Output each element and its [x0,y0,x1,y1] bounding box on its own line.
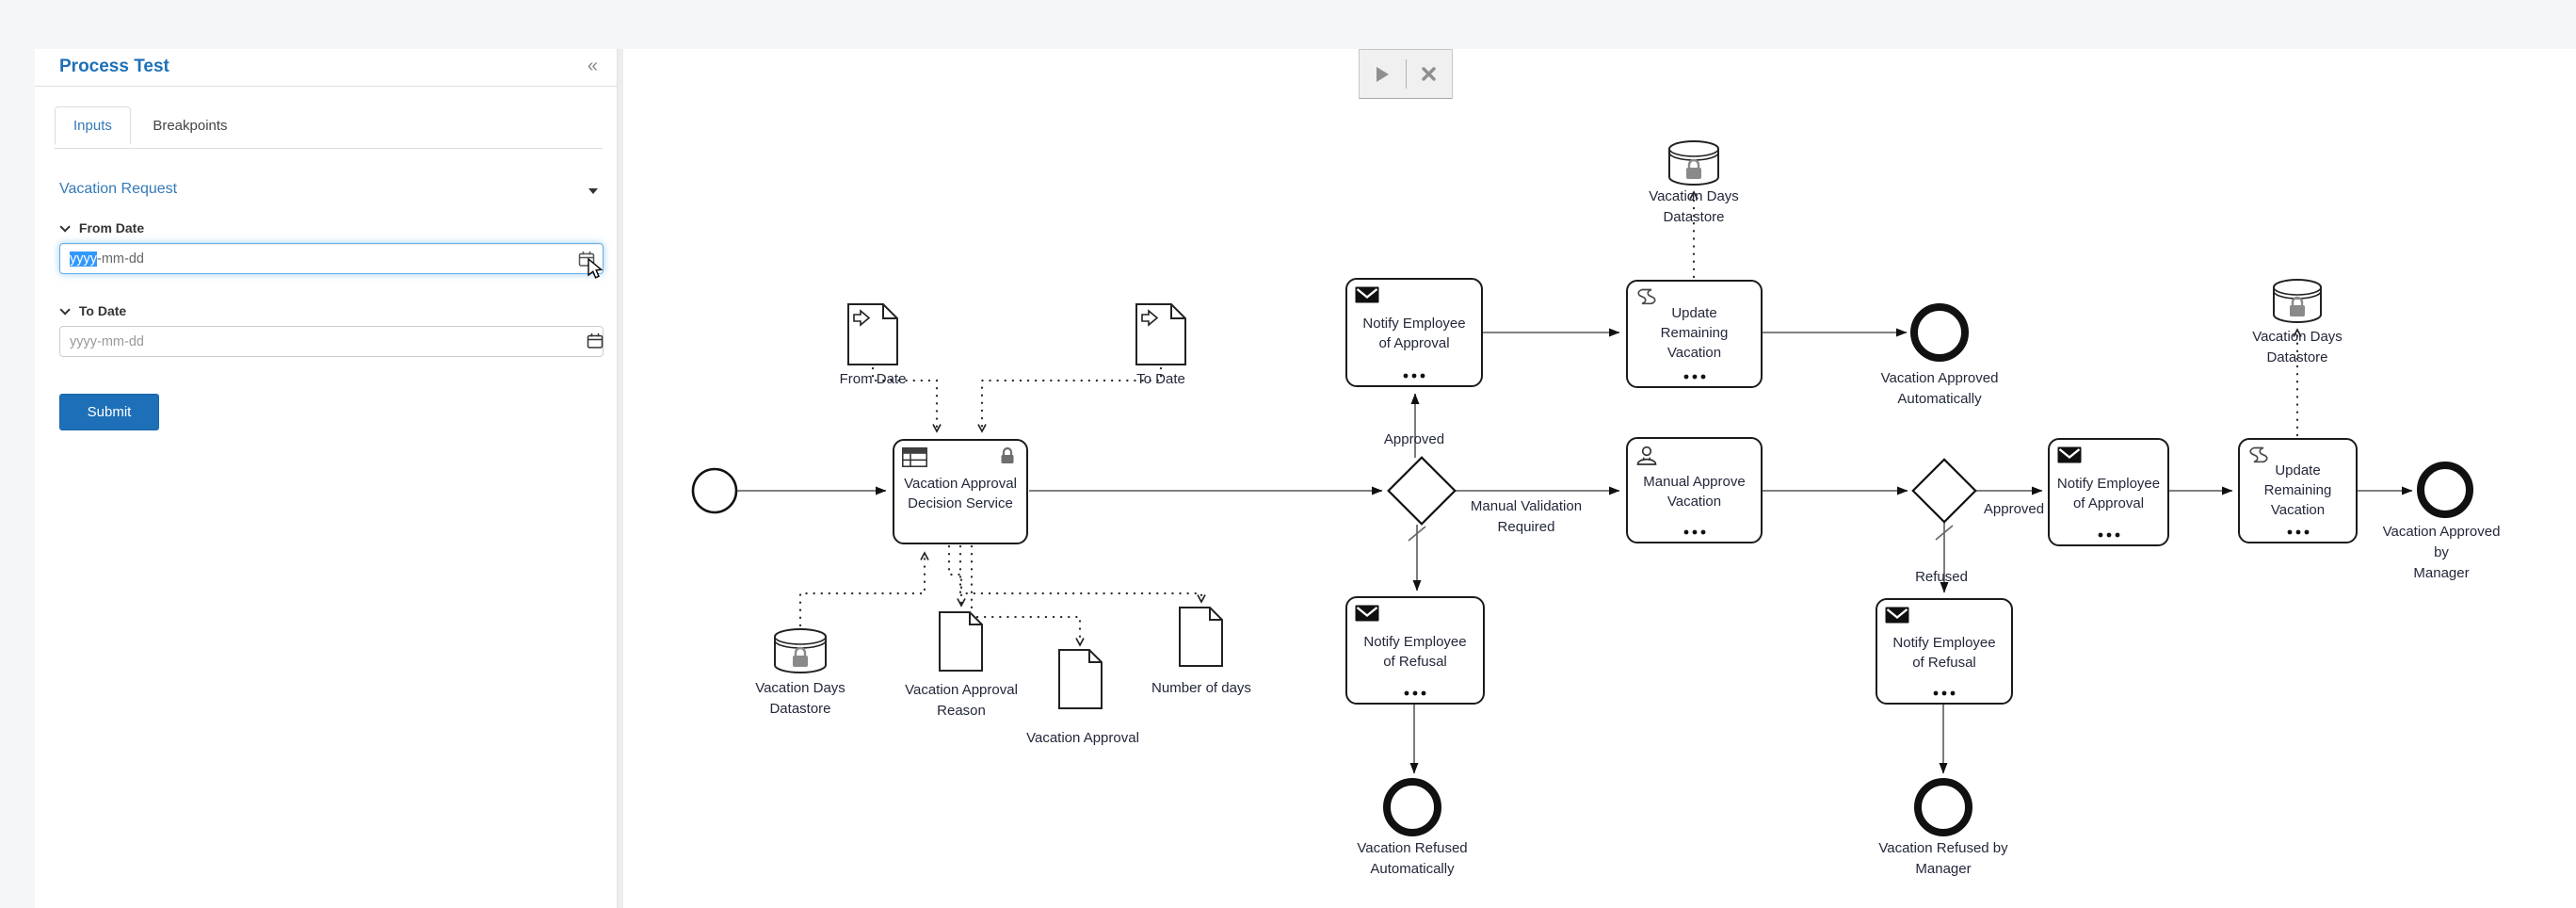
send-message-icon [1355,605,1379,622]
caret-down-icon [588,188,598,194]
data-object-number-of-days[interactable] [1179,607,1223,667]
end-event-refused-manager[interactable] [1914,778,1972,836]
script-icon [2249,446,2268,463]
send-message-icon [1885,607,1909,624]
panel-header: Process Test « [35,49,617,87]
end-event-label: Vacation Approved by Manager [2382,524,2501,581]
data-input-from-date[interactable] [847,303,898,365]
toolbar-separator [1405,59,1407,89]
task-manual-approve-vacation[interactable]: Manual Approve Vacation [1626,437,1763,543]
chevron-down-icon [59,304,71,316]
start-event[interactable] [691,467,738,514]
flow-label-approved: Approved [1383,431,1445,447]
task-notify-employee-of-approval-2[interactable]: Notify Employee of Approval [2048,438,2169,546]
section-title: Vacation Request [59,181,178,197]
mouse-cursor [588,258,604,279]
flow-label-approved: Approved [1983,501,2045,517]
task-vacation-approval-decision-service[interactable]: Vacation Approval Decision Service [893,439,1028,544]
send-message-icon [1355,286,1379,303]
data-object-label: From Date [839,371,907,387]
task-label: Update Remaining Vacation [2263,462,2332,518]
flow-label-manual-validation: Manual Validation Required [1470,498,1583,535]
default-flow-markers [1408,525,1954,542]
run-button[interactable] [1360,50,1406,98]
data-object-label: Number of days [1151,680,1251,696]
send-message-icon [2057,446,2082,463]
cancel-button[interactable] [1407,50,1453,98]
chevron-down-icon [59,221,71,233]
sequence-flows [737,328,2413,774]
task-marker-icon [1403,373,1425,379]
flow-label-refused: Refused [1915,569,1968,585]
collapse-panel-icon[interactable]: « [587,56,598,76]
end-event-label: Vacation Refused by Manager [1878,840,2008,877]
contract-section-header[interactable]: Vacation Request [59,181,600,203]
task-notify-employee-of-refusal-1[interactable]: Notify Employee of Refusal [1345,596,1485,705]
task-label: Notify Employee of Approval [1362,316,1466,351]
panel-title: Process Test [59,57,169,76]
data-object-vacation-approval[interactable] [1058,649,1103,709]
task-label: Notify Employee of Approval [2056,475,2161,511]
task-notify-employee-of-refusal-2[interactable]: Notify Employee of Refusal [1876,598,2013,705]
process-test-panel: Process Test « Inputs Breakpoints Vacati… [35,49,617,908]
task-label: Notify Employee of Refusal [1892,634,1996,671]
end-event-label: Vacation Approved Automatically [1880,370,1999,407]
to-date-label[interactable]: To Date [59,303,126,318]
gateway-auto-decision[interactable] [1387,456,1457,526]
calendar-icon[interactable] [587,332,604,349]
datastore-top[interactable] [1668,140,1719,186]
end-event-approved-auto[interactable] [1910,303,1969,362]
user-icon [1636,446,1657,465]
data-object-label: Vacation Approval Reason [905,682,1018,719]
task-update-remaining-vacation-2[interactable]: Update Remaining Vacation [2238,438,2358,543]
task-label: Update Remaining Vacation [1660,305,1729,361]
left-gutter [0,49,35,908]
end-event-refused-auto[interactable] [1383,778,1441,836]
panel-divider[interactable] [617,49,623,908]
calendar-icon[interactable] [578,251,595,268]
to-date-input[interactable] [59,326,604,357]
task-label: Manual Approve Vacation [1643,473,1746,510]
from-date-label[interactable]: From Date [59,220,144,235]
data-object-label: To Date [1136,371,1185,387]
panel-tabs: Inputs Breakpoints [55,105,603,149]
submit-button[interactable]: Submit [59,394,159,430]
test-run-toolbar [1359,49,1453,99]
task-marker-icon [2098,532,2119,538]
tab-breakpoints[interactable]: Breakpoints [153,118,228,134]
date-segment-selected: yyyy [70,251,97,267]
play-icon [1377,66,1390,82]
data-object-approval-reason[interactable] [939,611,983,672]
date-segment-rest: -mm-dd [97,251,144,267]
task-marker-icon [1933,690,1956,696]
task-notify-employee-of-approval-1[interactable]: Notify Employee of Approval [1345,278,1483,387]
task-marker-icon [1683,529,1705,535]
tab-inputs[interactable]: Inputs [55,106,131,145]
data-object-label: Vacation Days Datastore [755,680,845,717]
task-label: Vacation Approval Decision Service [904,476,1017,511]
task-update-remaining-vacation-1[interactable]: Update Remaining Vacation [1626,280,1763,388]
end-event-approved-manager[interactable] [2417,462,2473,518]
close-icon [1422,67,1436,81]
gateway-manual-decision[interactable] [1911,458,1977,524]
end-event-label: Vacation Refused Automatically [1357,840,1468,877]
from-date-input[interactable]: yyyy -mm-dd [59,243,604,274]
data-object-label: Vacation Approval [1026,730,1139,746]
task-marker-icon [1404,690,1426,696]
business-rule-icon [902,447,927,467]
task-marker-icon [1683,374,1705,380]
datastore-right[interactable] [2273,279,2322,323]
task-label: Notify Employee of Refusal [1363,633,1467,670]
task-marker-icon [2287,529,2309,535]
datastore-bottom[interactable] [774,628,827,673]
data-object-label: Vacation Days Datastore [1649,188,1739,225]
lock-icon [1001,446,1014,463]
top-strip [0,0,2576,49]
data-associations [798,190,2302,647]
data-input-to-date[interactable] [1135,303,1186,365]
script-icon [1637,288,1656,305]
data-object-label: Vacation Days Datastore [2252,329,2343,365]
